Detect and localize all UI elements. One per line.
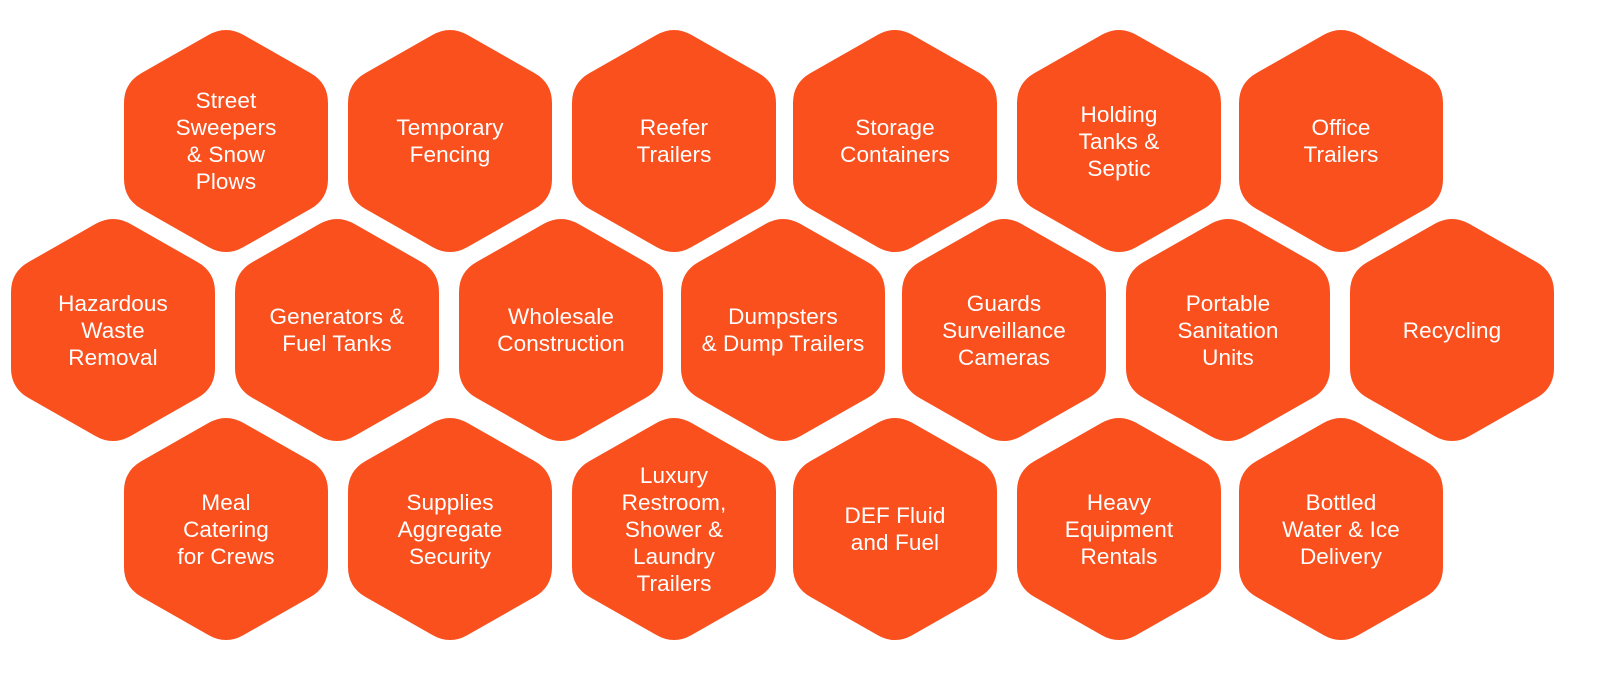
hexagon-tile[interactable]: Bottled Water & Ice Delivery <box>1239 413 1443 645</box>
hexagon-shape-icon <box>902 218 1106 442</box>
hexagon-tile[interactable]: Guards Surveillance Cameras <box>902 214 1106 446</box>
hexagon-tile-label: Wholesale Construction <box>497 304 625 356</box>
hexagon-tile-label: Storage Containers <box>840 115 950 167</box>
hexagon-shape-icon <box>1239 417 1443 641</box>
hexagon-tile[interactable]: Heavy Equipment Rentals <box>1017 413 1221 645</box>
hexagon-tile[interactable]: Street Sweepers & Snow Plows <box>124 25 328 257</box>
hexagon-tile-label: DEF Fluid and Fuel <box>844 503 946 555</box>
hexagon-tile[interactable]: Portable Sanitation Units <box>1126 214 1330 446</box>
hexagon-shape-icon <box>1017 417 1221 641</box>
hexagon-tile[interactable]: Storage Containers <box>793 25 997 257</box>
hexagon-shape-icon <box>124 417 328 641</box>
hexagon-tile-label: Bottled Water & Ice Delivery <box>1282 489 1400 569</box>
hexagon-tile[interactable]: Temporary Fencing <box>348 25 552 257</box>
hexagon-tile-label: Reefer Trailers <box>636 115 712 167</box>
hexagon-tile-label: Guards Surveillance Cameras <box>942 290 1066 370</box>
hexagon-tile-label: Heavy Equipment Rentals <box>1064 489 1174 569</box>
hexagon-tile-label: Luxury Restroom, Shower & Laundry Traile… <box>621 462 727 596</box>
hexagon-shape-icon <box>793 29 997 253</box>
hexagon-tile[interactable]: Office Trailers <box>1239 25 1443 257</box>
hexagon-tile[interactable]: Generators & Fuel Tanks <box>235 214 439 446</box>
hexagon-shape-icon <box>1350 218 1554 442</box>
hexagon-shape-icon <box>348 417 552 641</box>
hexagon-tile-label: Recycling <box>1402 317 1502 343</box>
hexagon-tile[interactable]: Meal Catering for Crews <box>124 413 328 645</box>
hexagon-tile-label: Dumpsters & Dump Trailers <box>701 304 865 356</box>
hexagon-tile[interactable]: Supplies Aggregate Security <box>348 413 552 645</box>
hexagon-tile-label: Holding Tanks & Septic <box>1078 101 1160 181</box>
hexagon-shape-icon <box>1017 29 1221 253</box>
hexagon-shape-icon <box>124 29 328 253</box>
hexagon-tile[interactable]: Luxury Restroom, Shower & Laundry Traile… <box>572 413 776 645</box>
hexagon-shape-icon <box>1126 218 1330 442</box>
hexagon-tile-label: Temporary Fencing <box>396 115 504 167</box>
hexagon-shape-icon <box>1239 29 1443 253</box>
hexagon-tile-label: Generators & Fuel Tanks <box>269 304 405 356</box>
hexagon-tile-label: Hazardous Waste Removal <box>58 290 168 370</box>
hexagon-shape-icon <box>793 417 997 641</box>
hexagon-tile[interactable]: Wholesale Construction <box>459 214 663 446</box>
hexagon-tile[interactable]: Holding Tanks & Septic <box>1017 25 1221 257</box>
hexagon-tile-label: Portable Sanitation Units <box>1177 290 1279 370</box>
hexagon-shape-icon <box>681 218 885 442</box>
hexagon-shape-icon <box>572 29 776 253</box>
hexagon-shape-icon <box>572 417 776 641</box>
hexagon-tile-label: Meal Catering for Crews <box>177 489 275 569</box>
hexagon-shape-icon <box>11 218 215 442</box>
hexagon-tile-label: Street Sweepers & Snow Plows <box>175 88 277 194</box>
hexagon-tile[interactable]: Hazardous Waste Removal <box>11 214 215 446</box>
hexagon-tile[interactable]: Recycling <box>1350 214 1554 446</box>
hexagon-shape-icon <box>235 218 439 442</box>
hexagon-shape-icon <box>348 29 552 253</box>
hexagon-tile[interactable]: DEF Fluid and Fuel <box>793 413 997 645</box>
hexagon-shape-icon <box>459 218 663 442</box>
hexagon-tile[interactable]: Reefer Trailers <box>572 25 776 257</box>
hexagon-tile-label: Office Trailers <box>1303 115 1379 167</box>
hexagon-tile[interactable]: Dumpsters & Dump Trailers <box>681 214 885 446</box>
hexagon-tile-label: Supplies Aggregate Security <box>397 489 503 569</box>
